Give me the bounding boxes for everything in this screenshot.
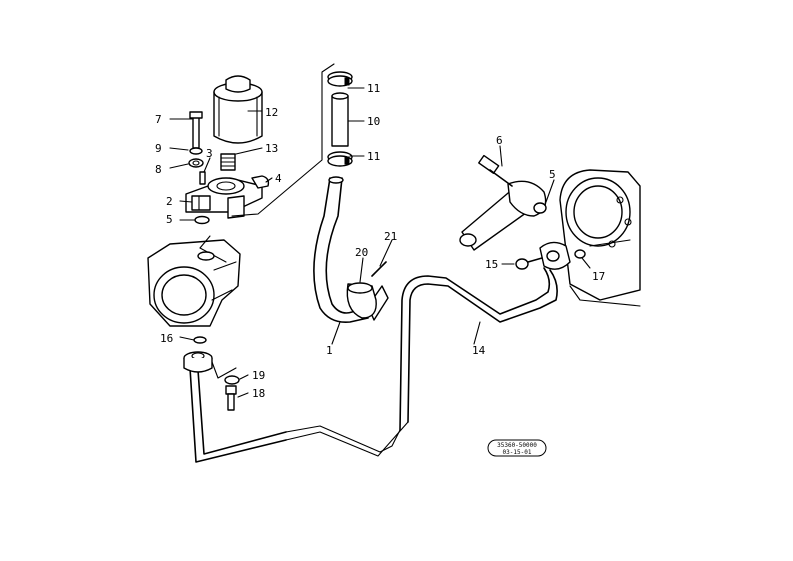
- callout-13: 13: [265, 142, 278, 155]
- callout-7: 7: [155, 113, 162, 126]
- clip-20: [346, 282, 377, 319]
- callout-2: 2: [166, 195, 173, 208]
- callout-4: 4: [275, 172, 282, 185]
- bolt-18: [225, 385, 237, 411]
- hose-6: [459, 154, 547, 251]
- connector-line-filter-to-hose: [231, 63, 335, 217]
- callout-19: 19: [252, 369, 265, 382]
- pump-housing: [147, 235, 241, 327]
- reference-stamp: 35360-50000 03-15-01: [487, 439, 547, 457]
- leader-lines: [169, 87, 591, 398]
- callouts: 7 9 8 3 2 5 12 13 4 11 10 11 6 5 21 20 1…: [155, 82, 605, 400]
- stamp-date: 03-15-01: [503, 449, 532, 456]
- callout-9: 9: [155, 142, 162, 155]
- pipe-14: [399, 267, 558, 431]
- callout-14: 14: [472, 344, 486, 357]
- callout-6: 6: [496, 134, 503, 147]
- filter-head-assembly: [185, 111, 270, 225]
- callout-21: 21: [384, 230, 397, 243]
- washer-19: [224, 375, 240, 385]
- callout-16: 16: [160, 332, 173, 345]
- transmission-housing: [559, 169, 641, 307]
- connector-block: [515, 241, 586, 270]
- callout-15: 15: [485, 258, 498, 271]
- callout-11-top: 11: [367, 82, 380, 95]
- callout-18: 18: [252, 387, 265, 400]
- connector-line-banjo: [211, 361, 237, 379]
- callout-17: 17: [592, 270, 605, 283]
- oil-filter-cartridge: [213, 75, 263, 144]
- nipple-fitting: [220, 153, 236, 171]
- callout-8: 8: [155, 163, 162, 176]
- callout-12: 12: [265, 106, 278, 119]
- callout-3: 3: [206, 147, 213, 160]
- pin-21: [371, 261, 387, 277]
- stamp-code: 35360-50000: [497, 442, 537, 449]
- pipe-lower: [189, 367, 409, 463]
- banjo-fitting-16: [183, 336, 213, 373]
- callout-10: 10: [367, 115, 380, 128]
- callout-5-right: 5: [549, 168, 556, 181]
- callout-20: 20: [355, 246, 368, 259]
- callout-11-bottom: 11: [367, 150, 380, 163]
- hose-10-with-clamps: [327, 71, 353, 167]
- callout-5-left: 5: [166, 213, 173, 226]
- callout-1: 1: [326, 344, 333, 357]
